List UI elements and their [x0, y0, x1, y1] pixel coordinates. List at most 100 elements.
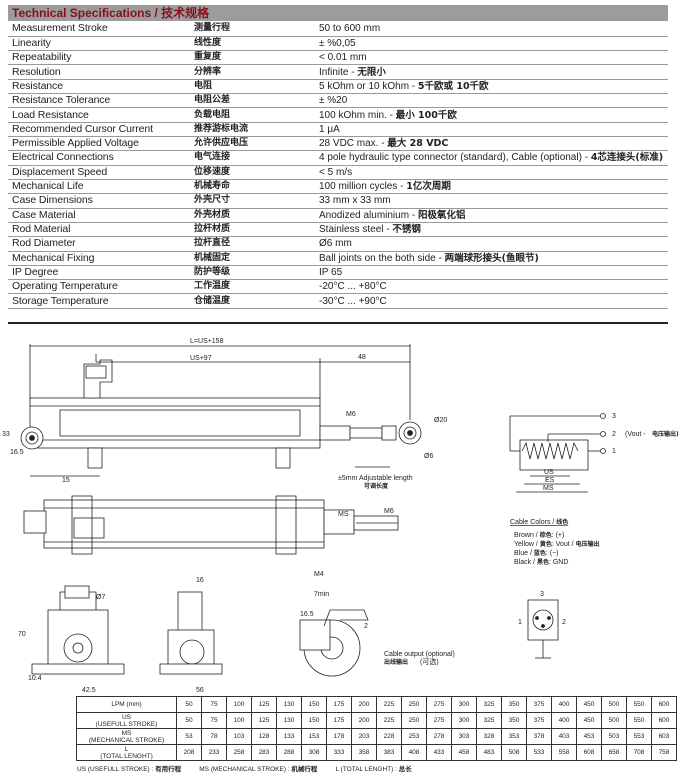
cable-color-brown: Brown / 棕色: (+) — [514, 531, 564, 539]
spec-value: -20°C ... +80°C — [315, 279, 668, 295]
dim-m4: M4 — [314, 571, 324, 578]
legend-l-cn: 总长 — [398, 765, 412, 773]
cable-color-blue: Blue / 蓝色: (−) — [514, 549, 559, 557]
stroke-cell: 50 — [176, 712, 202, 729]
spec-name-cn: 外壳尺寸 — [190, 193, 315, 209]
spec-name-cn: 重复度 — [190, 50, 315, 66]
spec-name-cn: 电阻公差 — [190, 93, 315, 109]
stroke-cell: 258 — [226, 744, 252, 761]
connector-pin-1: 1 — [518, 619, 522, 626]
resistor-us: US — [544, 469, 554, 476]
spec-value: IP 65 — [315, 265, 668, 281]
spec-name-cn: 负载电阻 — [190, 107, 315, 123]
spec-name-cn: 电阻 — [190, 79, 315, 95]
spec-name-cn: 机械固定 — [190, 251, 315, 266]
spec-name: Rod Diameter — [8, 236, 190, 252]
stroke-cell: 450 — [576, 696, 602, 713]
stroke-cell: 250 — [401, 712, 427, 729]
spec-name: Case Material — [8, 208, 190, 223]
spec-name: Case Dimensions — [8, 193, 190, 209]
spec-name-cn: 拉杆直径 — [190, 236, 315, 252]
spec-value: 4 pole hydraulic type connector (standar… — [315, 150, 668, 166]
spec-value: -30°C ... +90°C — [315, 293, 668, 309]
stroke-cell: 130 — [276, 712, 302, 729]
stroke-cell: 275 — [426, 696, 452, 713]
stroke-cell: 200 — [351, 696, 377, 713]
stroke-cell: 758 — [651, 744, 677, 761]
stroke-cell: 125 — [251, 712, 277, 729]
adjustable-length: ±5mm Adjustable length — [338, 475, 413, 482]
dim-us: US+97 — [190, 355, 212, 362]
spec-name: Operating Temperature — [8, 279, 190, 295]
stroke-cell: 53 — [176, 728, 202, 745]
pin-2-vout-cn: 电压输出) — [652, 430, 679, 438]
legend-us: US (USEFULL STROKE) : — [77, 766, 156, 773]
side-view — [177, 591, 203, 635]
spec-title-sep: / — [151, 6, 162, 20]
dim-10-4: 10.4 — [28, 675, 42, 682]
stroke-cell: 353 — [501, 728, 527, 745]
stroke-cell: 288 — [276, 744, 302, 761]
spec-name: Load Resistance — [8, 107, 190, 123]
spec-name: Displacement Speed — [8, 165, 190, 180]
spec-name-cn: 外壳材质 — [190, 208, 315, 223]
dim-d6: Ø6 — [424, 453, 433, 460]
spec-name-cn: 位移速度 — [190, 165, 315, 180]
spec-name: Linearity — [8, 36, 190, 52]
stroke-cell: 130 — [276, 696, 302, 713]
spec-name: Repeatability — [8, 50, 190, 66]
stroke-cell: 250 — [401, 696, 427, 713]
stroke-cell: 283 — [251, 744, 277, 761]
stroke-cell: 550 — [626, 696, 652, 713]
spec-value: < 5 m/s — [315, 165, 668, 180]
dim-7min: 7min — [314, 591, 329, 598]
stroke-cell: 350 — [501, 696, 527, 713]
stroke-cell: 253 — [401, 728, 427, 745]
spec-name: Rod Material — [8, 222, 190, 238]
stroke-cell: 328 — [476, 728, 502, 745]
spec-name-cn: 分辨率 — [190, 64, 315, 80]
stroke-cell: 408 — [401, 744, 427, 761]
stroke-cell: 50 — [176, 696, 202, 713]
stroke-cell: 300 — [451, 712, 477, 729]
spec-name-cn: 防护等级 — [190, 265, 315, 281]
stroke-cell: 200 — [351, 712, 377, 729]
stroke-cell: 75 — [201, 712, 227, 729]
stroke-cell: 203 — [351, 728, 377, 745]
spec-name: Resistance — [8, 79, 190, 95]
stroke-cell: 608 — [576, 744, 602, 761]
stroke-cell: 658 — [601, 744, 627, 761]
cable-color-yellow: Yellow / 黄色: Vout / 电压输出 — [514, 540, 600, 548]
spec-value: 28 VDC max. - 最大 28 VDC — [315, 136, 668, 152]
cable-output-optional-cn: (可选) — [420, 657, 439, 666]
spec-header: Technical Specifications / 技术规格 — [8, 5, 668, 21]
stroke-cell: 208 — [176, 744, 202, 761]
stroke-cell: 458 — [451, 744, 477, 761]
stroke-cell: 133 — [276, 728, 302, 745]
spec-name: Resolution — [8, 64, 190, 80]
spec-name-cn: 线性度 — [190, 36, 315, 52]
stroke-cell: 350 — [501, 712, 527, 729]
legend-us-cn: 有用行程 — [155, 765, 182, 773]
stroke-cell: 225 — [376, 712, 402, 729]
spec-value: Ball joints on the both side - 两端球形接头(鱼眼… — [315, 251, 668, 266]
stroke-cell: 228 — [376, 728, 402, 745]
stroke-row-label: L(TOTAL LENGHT) — [76, 744, 177, 761]
stroke-cell: 553 — [626, 728, 652, 745]
stroke-cell: 100 — [226, 696, 252, 713]
